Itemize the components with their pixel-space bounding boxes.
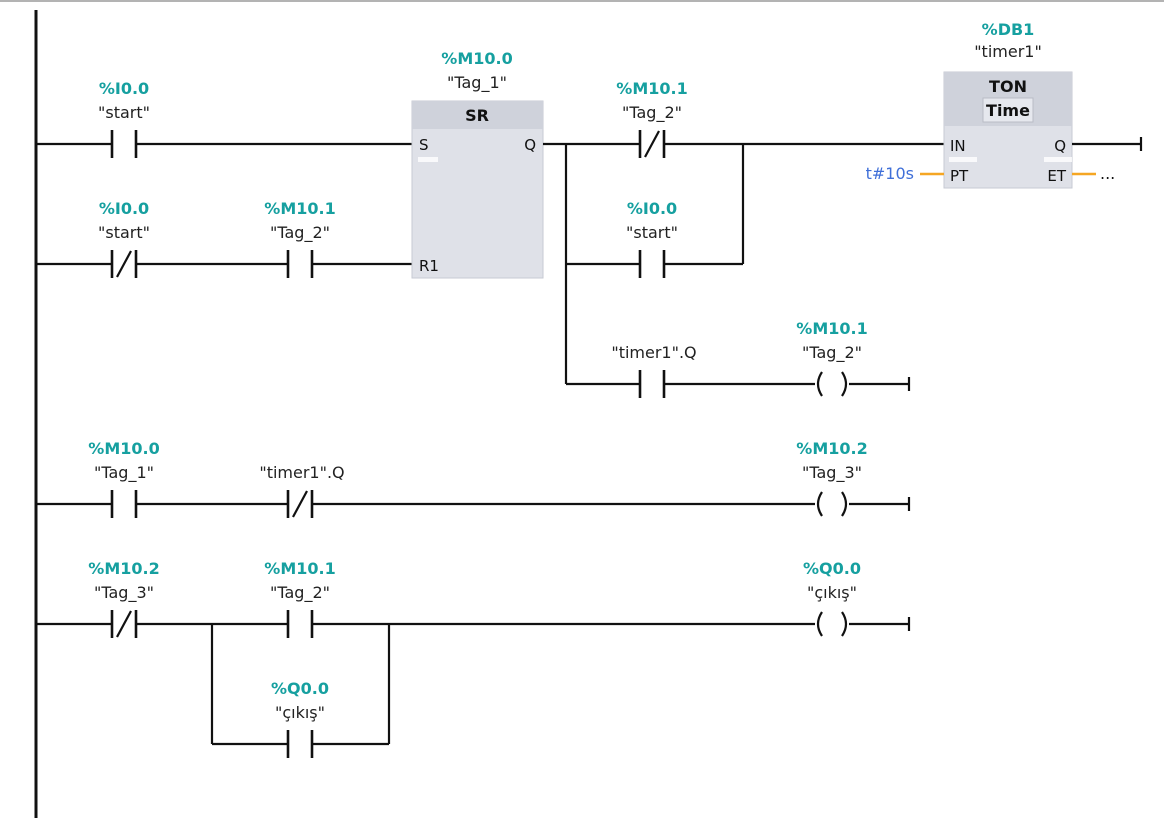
contact-address: %M10.1 <box>264 559 335 578</box>
contact-symbol: "çıkış" <box>275 703 325 722</box>
block-symbol: "Tag_1" <box>447 73 507 93</box>
network-2: %M10.0 "Tag_1" "timer1".Q %M10.2 "Tag_3" <box>36 439 911 518</box>
contact-symbol: "Tag_1" <box>94 463 154 483</box>
coil-cikis[interactable]: %Q0.0 "çıkış" <box>803 559 861 637</box>
contact-symbol: "Tag_2" <box>270 223 330 243</box>
contact-symbol: "start" <box>626 223 678 242</box>
contact-address: %M10.0 <box>88 439 159 458</box>
pin-q: Q <box>1054 137 1066 155</box>
coil-address: %M10.1 <box>796 319 867 338</box>
network-3: %M10.2 "Tag_3" %M10.1 "Tag_2" %Q0.0 "çık… <box>36 559 911 758</box>
contact-address: %M10.2 <box>88 559 159 578</box>
contact-address: %Q0.0 <box>271 679 329 698</box>
contact-address: %I0.0 <box>627 199 677 218</box>
contact-tag3-nc[interactable]: %M10.2 "Tag_3" <box>88 559 160 638</box>
contact-address: %I0.0 <box>99 199 149 218</box>
contact-symbol: "Tag_3" <box>94 583 154 603</box>
contact-address: %M10.1 <box>616 79 687 98</box>
block-address: %M10.0 <box>441 49 512 68</box>
contact-symbol: "Tag_2" <box>270 583 330 603</box>
coil-tag2[interactable]: %M10.1 "Tag_2" <box>796 319 868 397</box>
contact-symbol: "timer1".Q <box>259 463 344 482</box>
coil-address: %M10.2 <box>796 439 867 458</box>
contact-tag2-n3[interactable]: %M10.1 "Tag_2" <box>264 559 336 638</box>
contact-symbol: "Tag_2" <box>622 103 682 123</box>
contact-tag1[interactable]: %M10.0 "Tag_1" <box>88 439 160 518</box>
contact-symbol: "start" <box>98 103 150 122</box>
coil-address: %Q0.0 <box>803 559 861 578</box>
contact-cikis[interactable]: %Q0.0 "çıkış" <box>271 679 329 758</box>
block-title: SR <box>465 106 489 125</box>
contact-symbol: "timer1".Q <box>611 343 696 362</box>
contact-start-nc[interactable]: %I0.0 "start" <box>98 199 150 278</box>
contact-timer1-q[interactable]: "timer1".Q <box>611 343 697 398</box>
network-1: %I0.0 "start" %I0.0 "start" %M10.1 "Tag_… <box>36 20 1143 398</box>
contact-address: %I0.0 <box>99 79 149 98</box>
coil-symbol: "Tag_2" <box>802 343 862 363</box>
block-subtitle: Time <box>986 101 1030 120</box>
coil-symbol: "Tag_3" <box>802 463 862 483</box>
contact-timer1-q-nc[interactable]: "timer1".Q <box>259 463 345 518</box>
pin-in: IN <box>950 137 966 155</box>
pin-s: S <box>419 136 429 154</box>
contact-tag2[interactable]: %M10.1 "Tag_2" <box>264 199 336 278</box>
pin-et: ET <box>1047 167 1066 185</box>
sr-block[interactable]: %M10.0 "Tag_1" SR S R1 Q <box>411 49 544 279</box>
contact-start-parallel[interactable]: %I0.0 "start" <box>626 199 678 278</box>
ton-block[interactable]: %DB1 "timer1" TON Time IN PT Q ET <box>943 20 1073 189</box>
pin-pt: PT <box>950 167 969 185</box>
contact-symbol: "start" <box>98 223 150 242</box>
ton-et-value[interactable]: ... <box>1100 164 1115 183</box>
pin-r1: R1 <box>419 257 439 275</box>
block-db-address: %DB1 <box>982 20 1035 39</box>
block-instance: "timer1" <box>974 42 1042 61</box>
coil-tag3[interactable]: %M10.2 "Tag_3" <box>796 439 868 517</box>
ton-pt-value[interactable]: t#10s <box>866 164 914 183</box>
contact-start[interactable]: %I0.0 "start" <box>98 79 150 158</box>
block-title: TON <box>989 77 1027 96</box>
contact-address: %M10.1 <box>264 199 335 218</box>
coil-symbol: "çıkış" <box>807 583 857 602</box>
pin-q: Q <box>524 136 536 154</box>
contact-tag2-nc[interactable]: %M10.1 "Tag_2" <box>616 79 688 158</box>
